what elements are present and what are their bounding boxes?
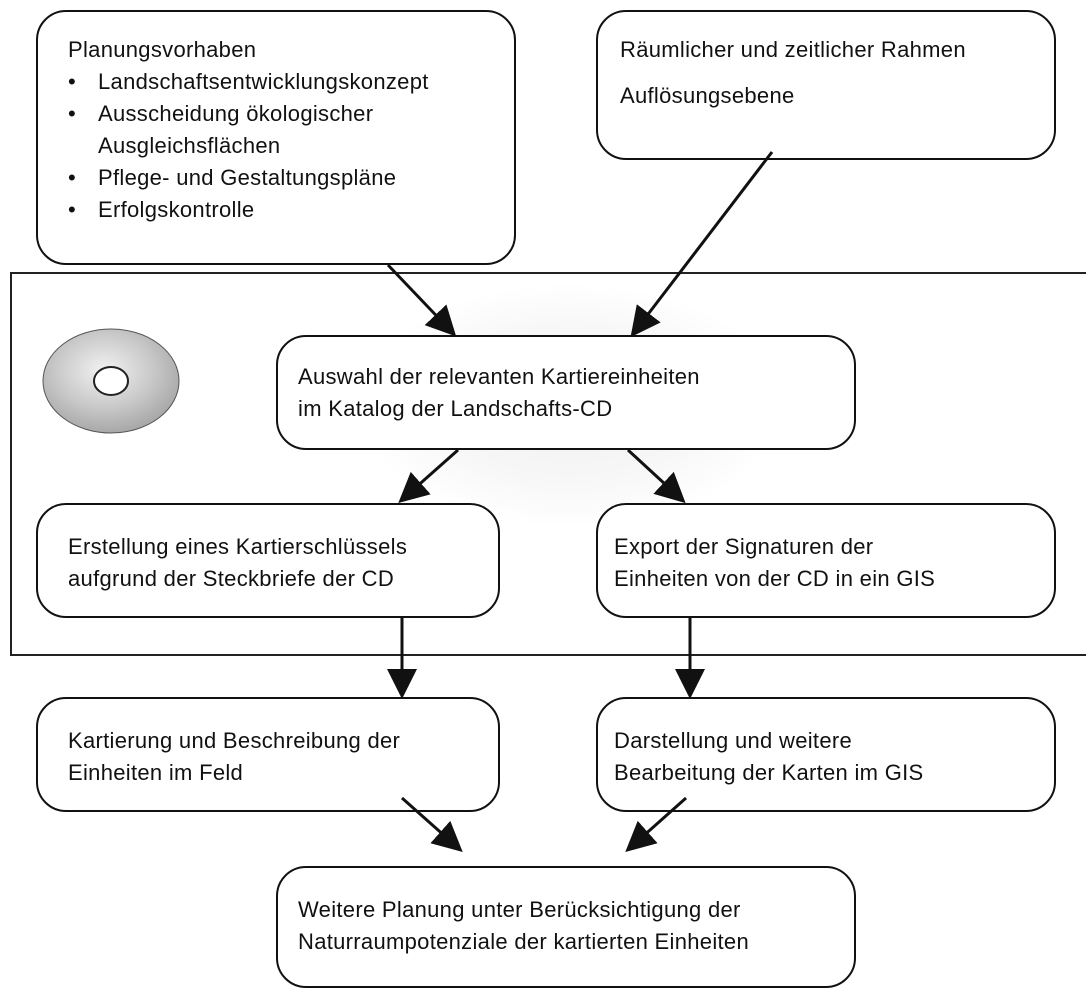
cd-disc-icon (42, 328, 180, 434)
gis-line-2: Bearbeitung der Karten im GIS (614, 760, 924, 785)
arrow-mapping-to-further (401, 796, 463, 852)
selection-line-1: Auswahl der relevanten Kartiereinheiten (298, 364, 700, 389)
frame-line-1: Räumlicher und zeitlicher Rahmen (620, 37, 966, 62)
frame-line-2: Auflösungsebene (620, 83, 795, 108)
field-mapping-box: Kartierung und Beschreibung der Einheite… (36, 697, 500, 812)
list-item: Landschaftsentwicklungskonzept (68, 66, 500, 98)
key-line-2: aufgrund der Steckbriefe der CD (68, 566, 395, 591)
mapping-line-1: Kartierung und Beschreibung der (68, 728, 401, 753)
spatial-temporal-frame-box: Räumlicher und zeitlicher Rahmen Auflösu… (596, 10, 1056, 160)
arrow-gis-to-further (625, 796, 687, 852)
planning-title: Planungsvorhaben (68, 37, 257, 62)
gis-line-1: Darstellung und weitere (614, 728, 853, 753)
list-item: Pflege- und Gestaltungspläne (68, 162, 500, 194)
arrow-planning-to-selection (386, 263, 457, 337)
arrow-selection-to-key (398, 448, 459, 503)
planning-list: Landschaftsentwicklungskonzept Ausscheid… (68, 66, 500, 226)
selection-line-2: im Katalog der Landschafts-CD (298, 396, 613, 421)
mapping-line-2: Einheiten im Feld (68, 760, 244, 785)
key-line-1: Erstellung eines Kartierschlüssels (68, 534, 408, 559)
list-item: Ausscheidung ökologischer Ausgleichsfläc… (68, 98, 498, 162)
unit-selection-box: Auswahl der relevanten Kartiereinheiten … (276, 335, 856, 450)
gis-processing-box: Darstellung und weitere Bearbeitung der … (596, 697, 1056, 812)
further-line-2: Naturraumpotenziale der kartierten Einhe… (298, 929, 749, 954)
mapping-key-box: Erstellung eines Kartierschlüssels aufgr… (36, 503, 500, 618)
signature-export-box: Export der Signaturen der Einheiten von … (596, 503, 1056, 618)
planning-projects-box: Planungsvorhaben Landschaftsentwicklungs… (36, 10, 516, 265)
arrow-selection-to-export (626, 448, 686, 504)
arrow-frame-to-selection (630, 151, 774, 338)
further-planning-box: Weitere Planung unter Berücksichtigung d… (276, 866, 856, 988)
export-line-2: Einheiten von der CD in ein GIS (614, 566, 936, 591)
list-item: Erfolgskontrolle (68, 194, 500, 226)
export-line-1: Export der Signaturen der (614, 534, 874, 559)
further-line-1: Weitere Planung unter Berücksichtigung d… (298, 897, 741, 922)
